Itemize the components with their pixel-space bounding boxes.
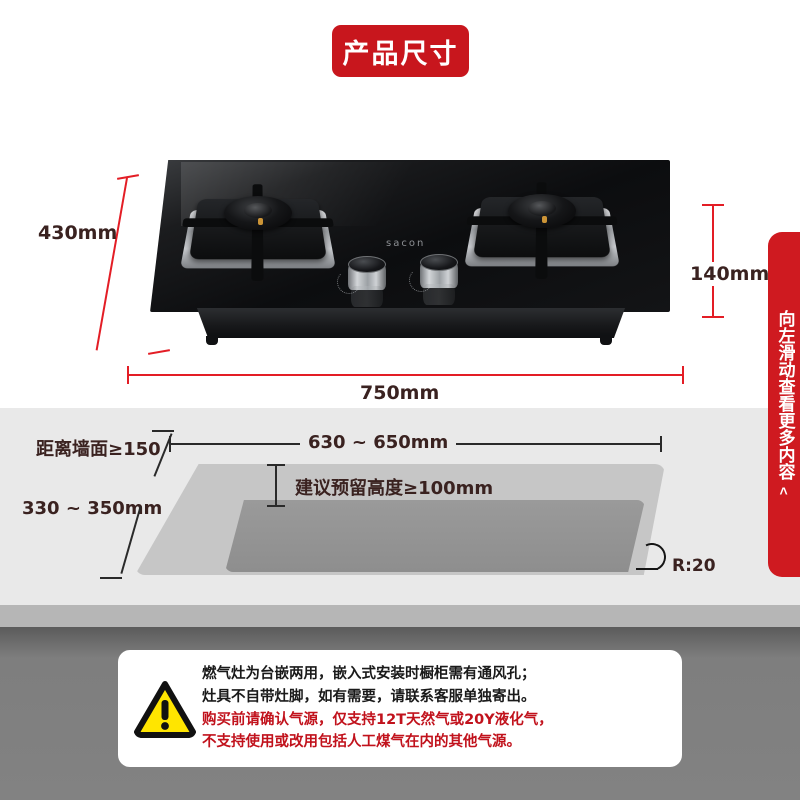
burner-left-cap [224, 196, 292, 230]
knob-right-top [420, 254, 458, 271]
depth-dimension-label: 140mm [686, 262, 774, 286]
reserved-height-label: 建议预留高度≥100mm [295, 478, 494, 499]
control-knob-left[interactable] [337, 256, 388, 308]
section-title-text: 产品尺寸 [342, 38, 459, 70]
warning-line-2: 灶具不自带灶脚，如有需要，请联系客服单独寄出。 [202, 688, 536, 705]
knob-left-dial-arc [337, 270, 361, 294]
cutout-opening [225, 500, 645, 572]
cutout-depth-tick [100, 577, 122, 579]
control-knob-right[interactable] [409, 254, 460, 306]
knob-right-reflection [423, 284, 455, 305]
wall-distance-label: 距离墙面≥150 [36, 439, 161, 460]
width-dimension-label: 750mm [360, 382, 440, 404]
width-dimension-tick-right [682, 366, 684, 384]
warning-line-1: 燃气灶为台嵌两用，嵌入式安装时橱柜需有通风孔； [202, 665, 536, 682]
cooktop-body-skirt [196, 308, 626, 338]
swipe-left-label: 向左滑动查看更多内容 [774, 310, 795, 480]
depth-dimension-tick-bottom [702, 316, 724, 318]
cooktop-foot-right [600, 336, 612, 345]
corner-radius-tick [636, 568, 658, 570]
burner-left-igniter [258, 218, 263, 225]
warning-notice-card: 燃气灶为台嵌两用，嵌入式安装时橱柜需有通风孔； 灶具不自带灶脚，如有需要，请联系… [118, 650, 682, 767]
depth-dimension-line [712, 205, 714, 317]
cooktop-foot-left [206, 336, 218, 345]
burner-right-cap [508, 194, 576, 228]
wall-distance-tick [152, 430, 174, 432]
corner-radius-label: R:20 [672, 556, 716, 576]
width-dimension-line [128, 374, 684, 376]
background-counter-edge [0, 605, 800, 627]
burner-right-igniter [542, 216, 547, 223]
cutout-width-tick-right [660, 436, 662, 452]
knob-left-reflection [351, 286, 383, 307]
burner-left [178, 174, 338, 278]
knob-left-top [348, 256, 386, 273]
cutout-depth-label: 330 ~ 350mm [22, 498, 163, 519]
knob-right-dial-arc [409, 268, 433, 292]
reserved-height-line [275, 465, 277, 507]
height-dimension-label: 430mm [38, 222, 118, 244]
cooktop-product-image: sacon [150, 160, 670, 350]
warning-line-3: 购买前请确认气源，仅支持12T天然气或20Y液化气， [202, 711, 553, 728]
warning-line-4: 不支持使用或改用包括人工煤气在内的其他气源。 [202, 734, 521, 751]
burner-right [462, 172, 622, 276]
warning-triangle-icon [132, 678, 198, 740]
reserved-height-tick-bottom [267, 505, 285, 507]
section-title-banner: 产品尺寸 [332, 25, 469, 77]
cutout-width-label: 630 ~ 650mm [300, 432, 457, 453]
brand-logo: sacon [386, 238, 426, 249]
swipe-left-tab[interactable]: 向左滑动查看更多内容 < [768, 232, 800, 577]
warning-text-block: 燃气灶为台嵌两用，嵌入式安装时橱柜需有通风孔； 灶具不自带灶脚，如有需要，请联系… [202, 663, 553, 755]
chevron-left-icon: < [776, 486, 792, 496]
